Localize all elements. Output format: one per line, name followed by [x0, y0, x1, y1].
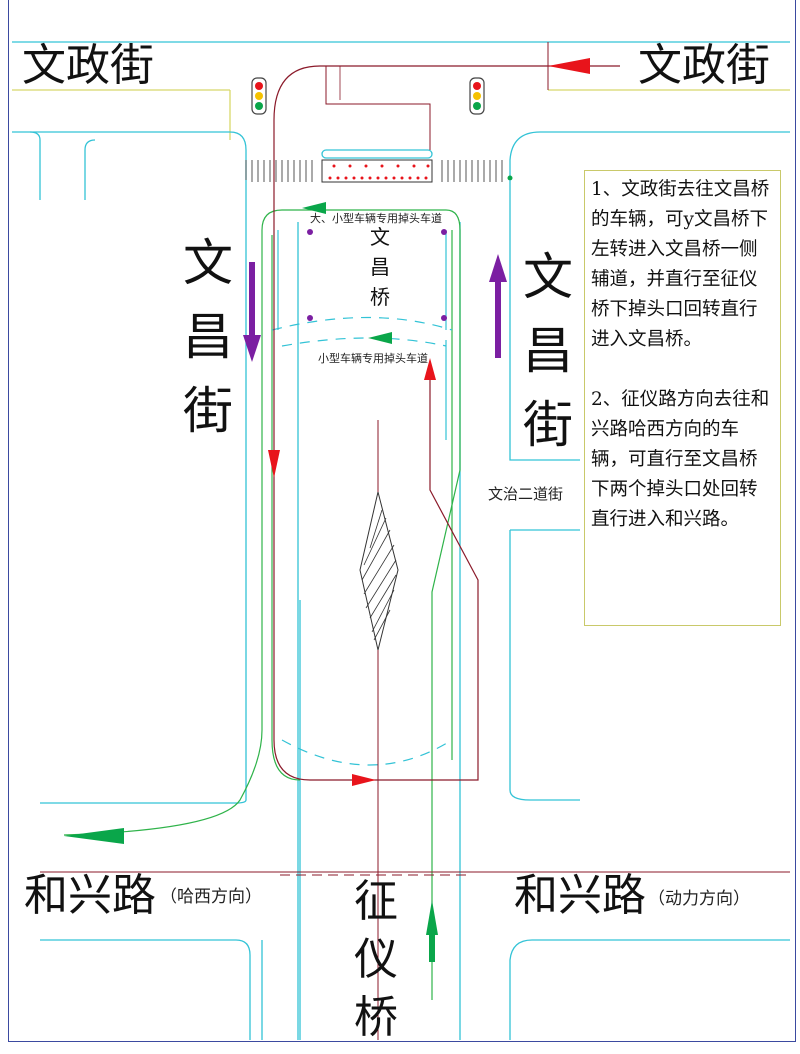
- street-wenzheng-right: 文政街: [638, 40, 770, 91]
- bridge-pillars: [307, 229, 447, 321]
- bridge-name: 文 昌 桥: [370, 225, 390, 309]
- notes-box: 1、文政街去往文昌桥的车辆，可y文昌桥下左转进入文昌桥一侧辅道，并直行至征仪桥下…: [584, 170, 781, 626]
- upper-uturn-lane-label: 大、小型车辆专用掉头车道: [310, 212, 442, 225]
- hexing-left-direction: （哈西方向）: [160, 887, 262, 907]
- traffic-light-right-icon: [469, 77, 485, 115]
- street-wenchang-right: 文 昌 街: [523, 248, 573, 454]
- wenzheng-road: [12, 41, 790, 200]
- route-1-arrows: [268, 58, 590, 786]
- street-hexing-left: 和兴路: [24, 870, 156, 921]
- street-zhengyi-bridge: 征 仪 桥: [354, 876, 398, 1043]
- direction-arrows-purple: [243, 254, 507, 362]
- note-2: 2、征仪路方向去往和兴路哈西方向的车辆，可直行至文昌桥下两个掉头口处回转直行进入…: [591, 389, 770, 530]
- street-wenzhi: 文治二道街: [488, 485, 564, 503]
- street-hexing-right: 和兴路: [514, 870, 646, 921]
- bollards: [328, 164, 430, 180]
- wenchang-roads: [40, 180, 790, 1040]
- legend-1-spacer: [591, 355, 774, 385]
- lower-uturn-lane-label: 小型车辆专用掉头车道: [318, 352, 428, 365]
- traffic-light-left-icon: [251, 77, 267, 115]
- street-wenzheng-left: 文政街: [22, 40, 154, 91]
- hexing-right-direction: （动力方向）: [648, 889, 750, 909]
- map-frame: [8, 0, 796, 1042]
- crosswalk: [245, 160, 503, 182]
- note-1: 1、文政街去往文昌桥的车辆，可y文昌桥下左转进入文昌桥一侧辅道，并直行至征仪桥下…: [591, 179, 770, 350]
- median-island: [359, 491, 399, 651]
- street-wenchang-left: 文 昌 街: [183, 234, 233, 440]
- route-2-arrows: [64, 202, 438, 962]
- bridge-ramps: [63, 209, 461, 1000]
- route-1-line: [273, 65, 620, 781]
